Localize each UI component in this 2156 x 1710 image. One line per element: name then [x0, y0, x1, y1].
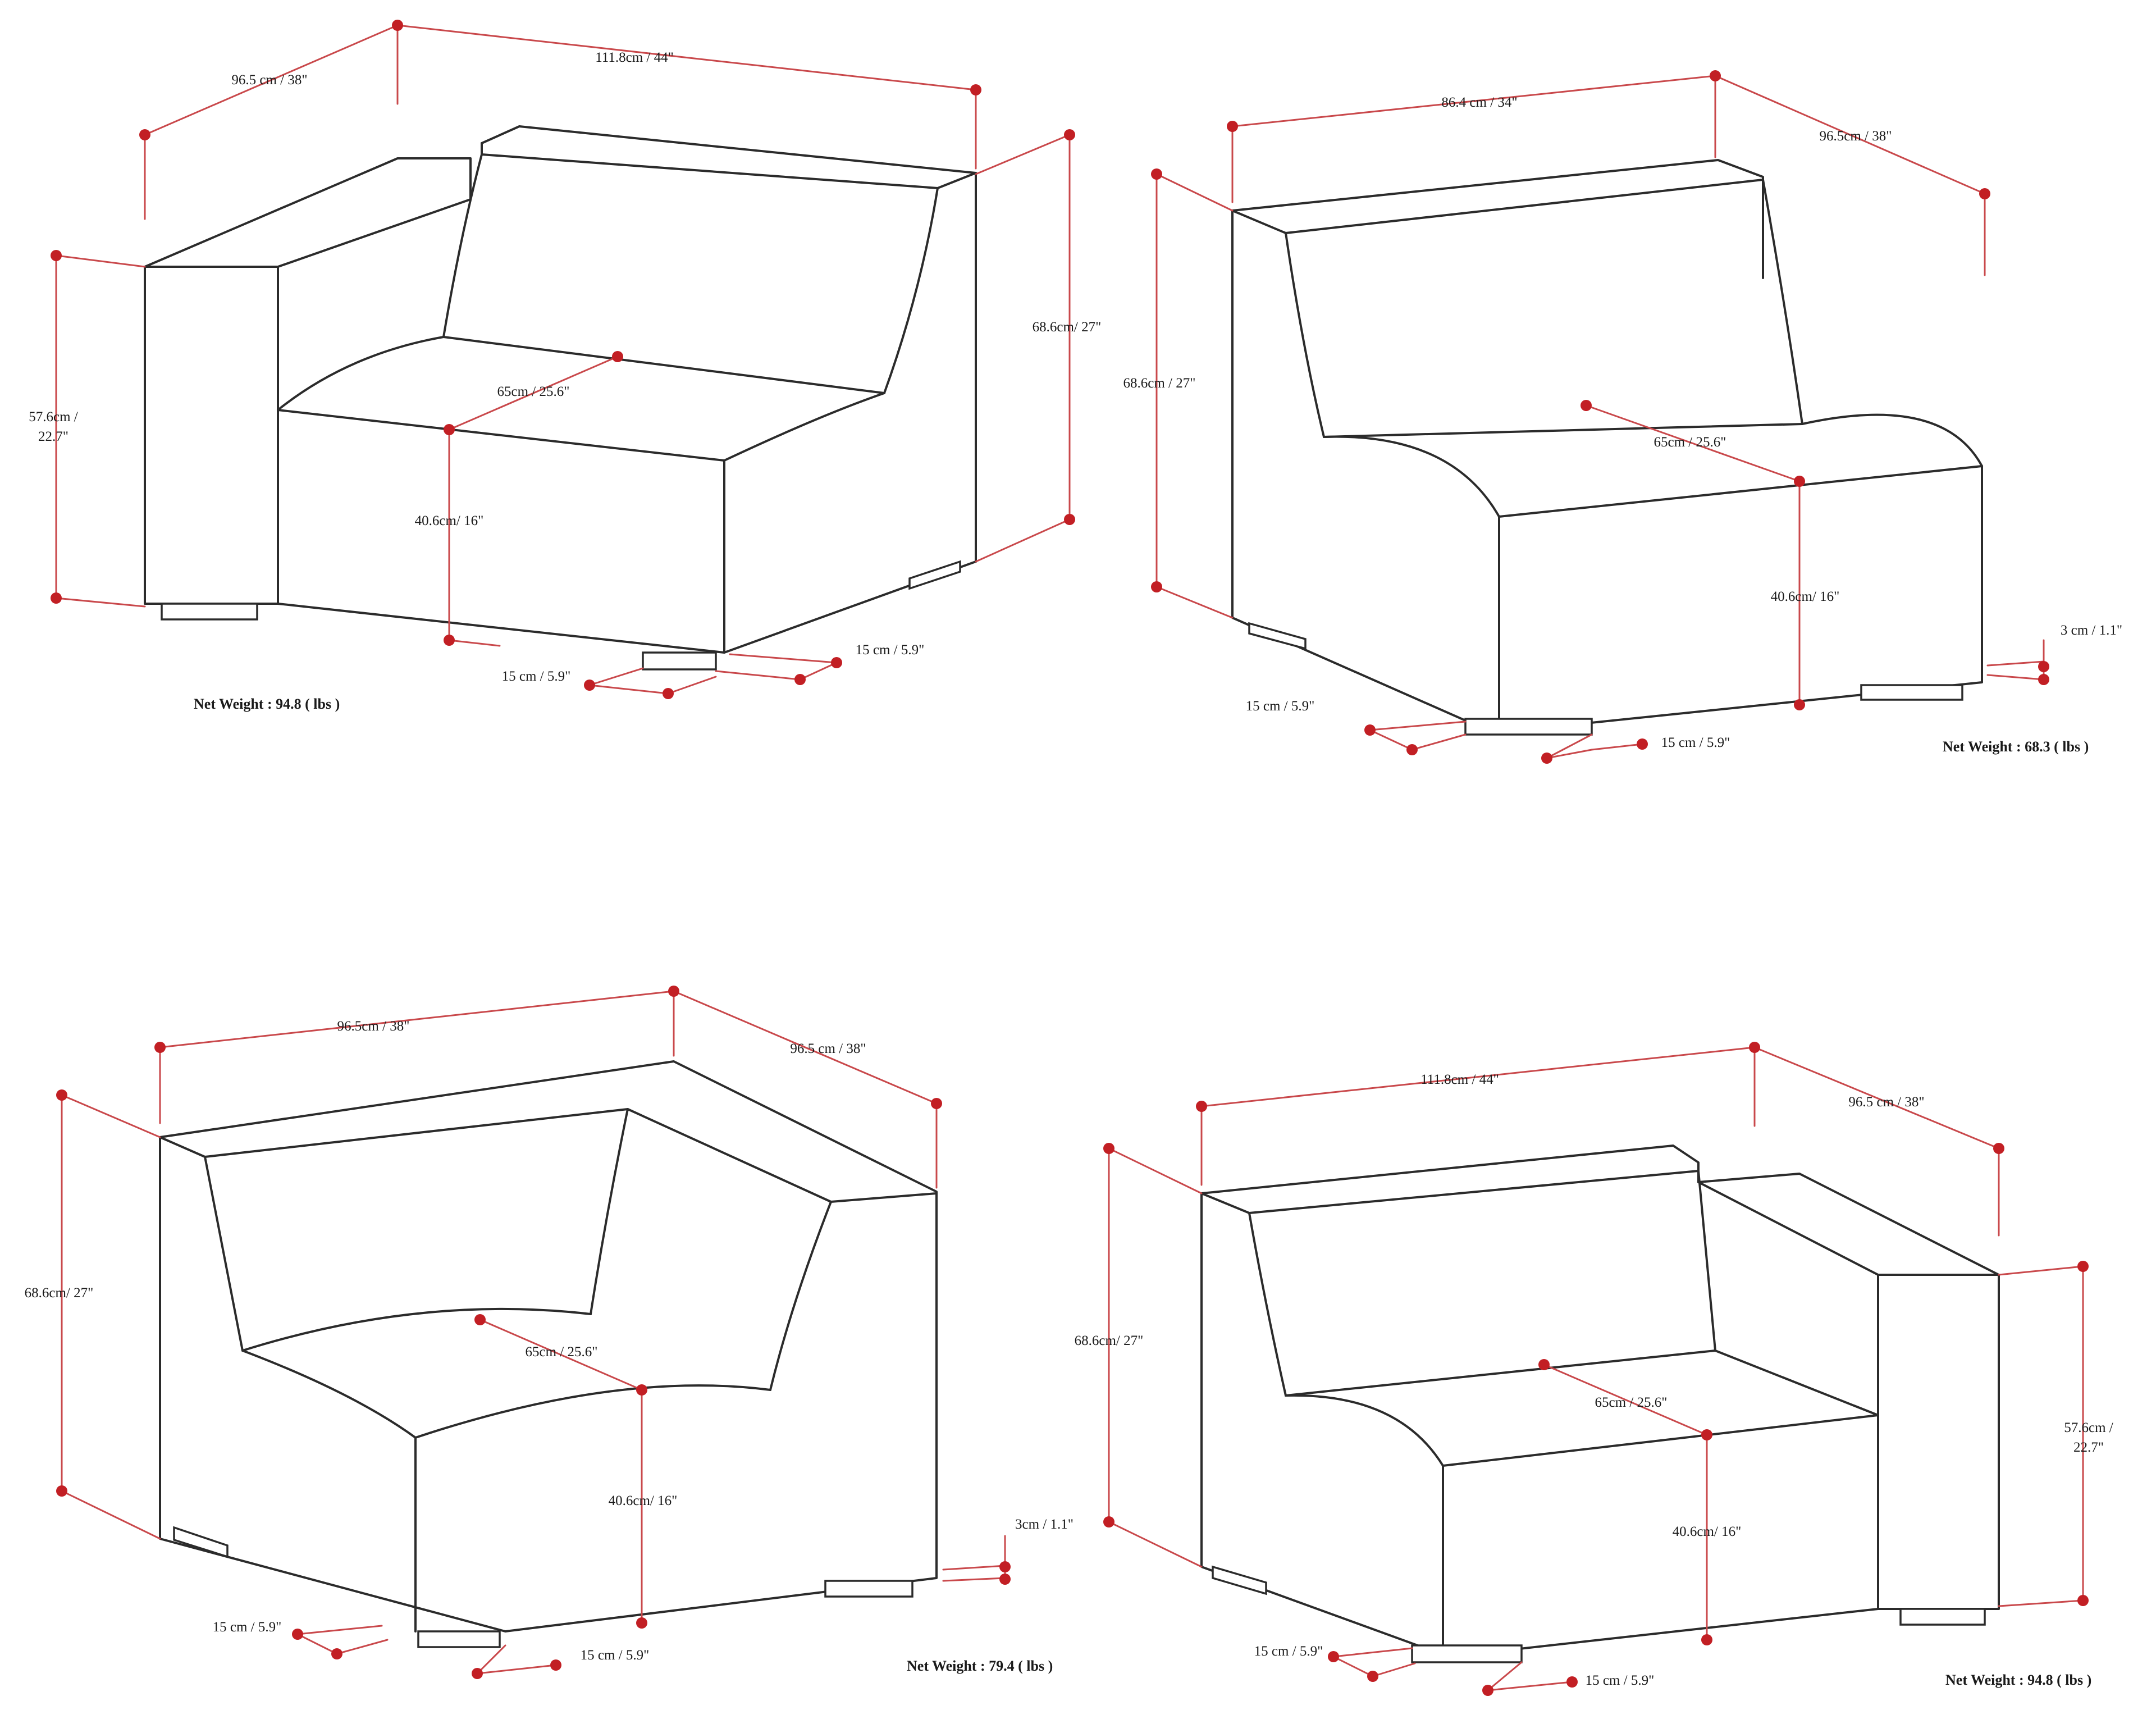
armless-chair-panel: 86.4 cm / 34" 96.5cm / 38" 68.6cm / 27" … [1123, 70, 2122, 764]
corner-leg-height-label: 3cm / 1.1" [1015, 1517, 1074, 1532]
corner-leg-side-label: 15 cm / 5.9" [581, 1648, 650, 1663]
armless-seat-height-label: 40.6cm/ 16" [1771, 589, 1840, 604]
left-arm-seat-height-label: 40.6cm/ 16" [415, 513, 484, 528]
left-arm-overall-width-label: 111.8cm / 44" [595, 50, 674, 65]
right-arm-depth-label: 96.5 cm / 38" [1848, 1095, 1924, 1110]
armless-chair-dimensions [1151, 70, 2049, 764]
corner-depth-label: 96.5 cm / 38" [790, 1041, 866, 1056]
right-arm-chair-dimensions [1103, 1042, 2089, 1696]
left-arm-chair-dimensions [51, 20, 1075, 699]
corner-overall-width-label: 96.5cm / 38" [337, 1019, 410, 1034]
armless-depth-label: 96.5cm / 38" [1820, 129, 1892, 144]
left-arm-leg-front-label: 15 cm / 5.9" [502, 669, 571, 684]
left-arm-depth-label: 96.5 cm / 38" [231, 72, 307, 88]
right-arm-chair-drawing [1200, 1144, 2000, 1663]
armless-net-weight: Net Weight : 68.3 ( lbs ) [1943, 738, 2089, 755]
left-arm-total-height-label: 68.6cm/ 27" [1033, 320, 1102, 335]
right-arm-leg-front-label: 15 cm / 5.9" [1254, 1644, 1323, 1659]
right-arm-total-height-label: 68.6cm/ 27" [1075, 1333, 1144, 1348]
corner-net-weight: Net Weight : 79.4 ( lbs ) [907, 1658, 1053, 1674]
armless-chair-drawing [1231, 159, 1983, 736]
corner-chair-dimensions [56, 986, 1011, 1679]
corner-total-height-label: 68.6cm/ 27" [25, 1285, 94, 1301]
left-arm-arm-height-label-1: 57.6cm / [29, 409, 78, 425]
right-arm-arm-height-label-2: 22.7" [2073, 1440, 2104, 1455]
right-arm-seat-depth-label: 65cm / 25.6" [1595, 1395, 1668, 1410]
armless-leg-front-label: 15 cm / 5.9" [1246, 699, 1315, 714]
left-arm-chair-drawing [144, 125, 977, 671]
armless-overall-width-label: 86.4 cm / 34" [1441, 95, 1517, 110]
corner-leg-front-label: 15 cm / 5.9" [213, 1620, 282, 1635]
left-arm-leg-side-label: 15 cm / 5.9" [856, 642, 925, 658]
corner-chair-drawing [159, 1060, 938, 1648]
left-arm-chair-panel: 111.8cm / 44" 96.5 cm / 38" 68.6cm/ 27" … [29, 20, 1101, 712]
armless-leg-side-label: 15 cm / 5.9" [1661, 735, 1730, 750]
armless-total-height-label: 68.6cm / 27" [1123, 376, 1196, 391]
corner-chair-panel: 96.5cm / 38" 96.5 cm / 38" 68.6cm/ 27" 6… [25, 986, 1074, 1679]
left-arm-net-weight: Net Weight : 94.8 ( lbs ) [194, 696, 340, 712]
right-arm-chair-panel: 111.8cm / 44" 96.5 cm / 38" 68.6cm/ 27" … [1075, 1042, 2113, 1696]
right-arm-leg-side-label: 15 cm / 5.9" [1586, 1673, 1655, 1688]
right-arm-seat-height-label: 40.6cm/ 16" [1673, 1524, 1742, 1539]
right-arm-overall-width-label: 111.8cm / 44" [1420, 1072, 1499, 1087]
right-arm-net-weight: Net Weight : 94.8 ( lbs ) [1945, 1672, 2091, 1688]
left-arm-arm-height-label-2: 22.7" [38, 429, 68, 444]
armless-seat-depth-label: 65cm / 25.6" [1654, 435, 1726, 450]
left-arm-seat-depth-label: 65cm / 25.6" [497, 384, 570, 399]
corner-seat-depth-label: 65cm / 25.6" [526, 1344, 598, 1360]
corner-seat-height-label: 40.6cm/ 16" [609, 1493, 678, 1508]
armless-leg-height-label: 3 cm / 1.1" [2061, 623, 2122, 638]
right-arm-arm-height-label-1: 57.6cm / [2064, 1420, 2113, 1435]
